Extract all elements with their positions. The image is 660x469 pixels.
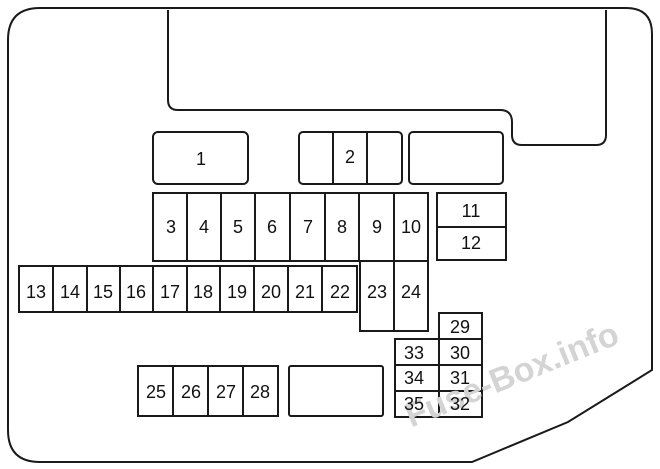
fuse-label-20: 20	[261, 282, 281, 302]
fuse-label-12: 12	[461, 233, 481, 253]
fuse-label-8: 8	[337, 217, 347, 237]
top-bracket	[167, 10, 607, 146]
fuse-box-outline	[7, 7, 653, 463]
fuse-label-28: 28	[250, 382, 270, 402]
fuse-label-21: 21	[295, 282, 315, 302]
fuse-label-35: 35	[404, 394, 424, 414]
fuse-label-16: 16	[126, 282, 146, 302]
fuse-label-1: 1	[196, 149, 206, 169]
fuse-label-34: 34	[404, 368, 424, 388]
fuse-label-27: 27	[216, 382, 236, 402]
fuse-label-26: 26	[181, 382, 201, 402]
fuse-label-2: 2	[345, 147, 355, 167]
relay-unlabeled-bottom	[288, 365, 384, 417]
fuse-label-7: 7	[303, 217, 313, 237]
fuse-label-11: 11	[462, 201, 481, 221]
fuse-label-10: 10	[401, 217, 421, 237]
relay-1	[152, 131, 249, 185]
fuse-label-23: 23	[367, 282, 387, 302]
fuse-label-15: 15	[93, 282, 113, 302]
relay-unlabeled-top	[408, 131, 504, 185]
fuse-label-22: 22	[330, 282, 350, 302]
fuse-label-30: 30	[450, 343, 470, 363]
fuse-label-19: 19	[227, 282, 247, 302]
fuse-label-31: 31	[450, 368, 470, 388]
fuse-label-33: 33	[404, 343, 424, 363]
fuse-block-33-35	[394, 338, 440, 418]
fuse-label-32: 32	[450, 394, 470, 414]
fuse-label-18: 18	[193, 282, 213, 302]
relay-2	[298, 131, 403, 185]
fuse-label-25: 25	[146, 382, 166, 402]
fuse-label-14: 14	[60, 282, 80, 302]
fuse-label-4: 4	[199, 217, 209, 237]
fuse-label-3: 3	[166, 217, 176, 237]
fuse-label-9: 9	[372, 217, 382, 237]
fuse-label-6: 6	[267, 217, 277, 237]
fuse-label-17: 17	[160, 282, 180, 302]
fuse-label-5: 5	[233, 217, 243, 237]
fuse-label-29: 29	[450, 317, 470, 337]
fuse-label-13: 13	[26, 282, 46, 302]
fuse-label-24: 24	[401, 282, 421, 302]
watermark: Fuse-Box.info	[400, 315, 624, 435]
